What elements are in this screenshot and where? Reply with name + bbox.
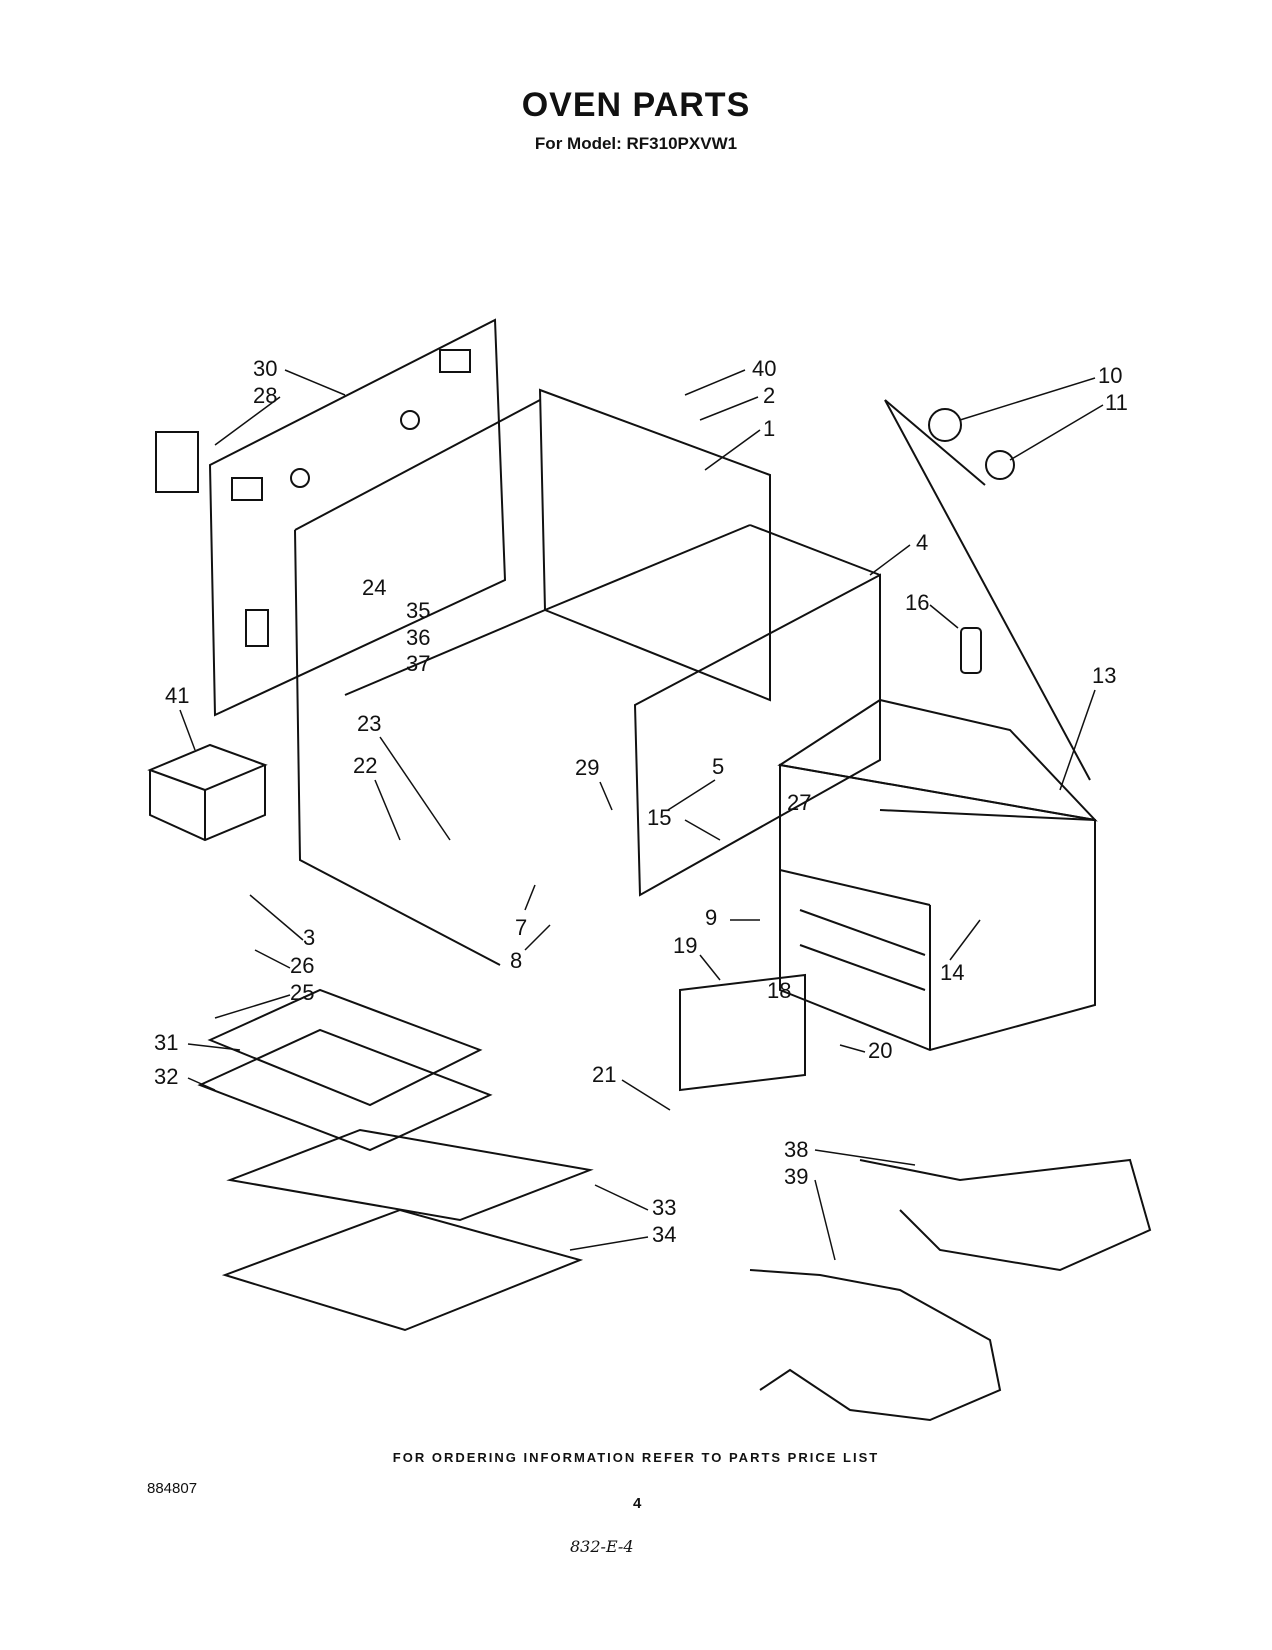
callout-34: 34 bbox=[652, 1222, 676, 1247]
callout-19: 19 bbox=[673, 933, 697, 958]
callout-38: 38 bbox=[784, 1137, 808, 1162]
callout-41: 41 bbox=[165, 683, 189, 708]
oven-frame-drawing bbox=[294, 388, 881, 966]
rear-panel-drawing bbox=[208, 318, 507, 717]
callout-25: 25 bbox=[290, 980, 314, 1005]
callout-4: 4 bbox=[916, 530, 928, 555]
ordering-note: FOR ORDERING INFORMATION REFER TO PARTS … bbox=[392, 1450, 880, 1465]
callout-39: 39 bbox=[784, 1164, 808, 1189]
callout-14: 14 bbox=[940, 960, 964, 985]
callout-35: 35 bbox=[406, 598, 430, 623]
oven-racks-drawing bbox=[221, 1128, 594, 1332]
callout-10: 10 bbox=[1098, 363, 1122, 388]
callout-33: 33 bbox=[652, 1195, 676, 1220]
callout-8: 8 bbox=[510, 948, 522, 973]
callout-22: 22 bbox=[353, 753, 377, 778]
callout-20: 20 bbox=[868, 1038, 892, 1063]
callout-2: 2 bbox=[763, 383, 775, 408]
document-code: 884807 bbox=[147, 1480, 198, 1497]
callout-29: 29 bbox=[575, 755, 599, 780]
callout-3: 3 bbox=[303, 925, 315, 950]
callout-32: 32 bbox=[154, 1064, 178, 1089]
callout-9: 9 bbox=[705, 905, 717, 930]
bracket-19-drawing bbox=[679, 973, 806, 1092]
callout-16: 16 bbox=[905, 590, 929, 615]
oven-liner-drawing bbox=[777, 698, 1098, 1052]
part-28-drawing bbox=[155, 431, 199, 493]
callout-13: 13 bbox=[1092, 663, 1116, 688]
callout-36: 36 bbox=[406, 625, 430, 650]
callout-5: 5 bbox=[712, 754, 724, 779]
lamp-drawing bbox=[928, 408, 1015, 480]
model-subtitle: For Model: RF310PXVW1 bbox=[534, 134, 738, 153]
callout-1: 1 bbox=[763, 416, 775, 441]
broiler-pan-drawing bbox=[197, 988, 493, 1152]
page-title: OVEN PARTS bbox=[521, 86, 751, 124]
handwritten-note: 832-E-4 bbox=[570, 1537, 634, 1556]
callout-27: 27 bbox=[787, 790, 811, 815]
heating-elements-drawing bbox=[749, 1158, 1152, 1422]
callout-26: 26 bbox=[290, 953, 314, 978]
callout-7: 7 bbox=[515, 915, 527, 940]
callout-37: 37 bbox=[406, 651, 430, 676]
callout-30: 30 bbox=[253, 356, 277, 381]
callout-21: 21 bbox=[592, 1062, 616, 1087]
callout-11: 11 bbox=[1105, 390, 1128, 415]
callout-31: 31 bbox=[154, 1030, 178, 1055]
callout-18: 18 bbox=[767, 978, 791, 1003]
callout-40: 40 bbox=[752, 356, 776, 381]
callout-15: 15 bbox=[647, 805, 671, 830]
part-41-drawing bbox=[147, 743, 268, 842]
part-16-drawing bbox=[960, 627, 982, 674]
page-number: 4 bbox=[633, 1495, 642, 1512]
callout-23: 23 bbox=[357, 711, 381, 736]
callout-28: 28 bbox=[253, 383, 277, 408]
callout-24: 24 bbox=[362, 575, 386, 600]
